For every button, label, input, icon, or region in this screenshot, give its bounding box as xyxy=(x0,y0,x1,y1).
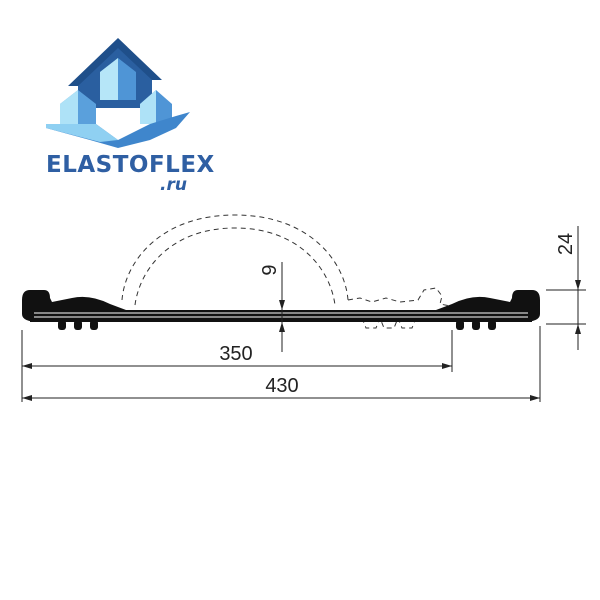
dimension-lines xyxy=(21,226,586,402)
right-rib-2 xyxy=(472,320,480,330)
center-strip xyxy=(30,310,532,322)
dimension-24-arrow-bottom xyxy=(575,324,581,334)
logo-base-light xyxy=(46,124,118,142)
dimension-430-label: 430 xyxy=(265,375,298,397)
dimension-430-arrow-right xyxy=(530,395,540,401)
waterstop-profile xyxy=(22,290,540,330)
dimension-24-arrow-top xyxy=(575,280,581,290)
deformed-profile-outline xyxy=(121,214,451,329)
brand-domain: .ru xyxy=(160,175,187,195)
logo-house-left-face xyxy=(60,90,78,124)
logo-house-middle-face xyxy=(100,58,118,100)
dimension-9-arrow-bottom xyxy=(279,322,285,332)
dimension-350-arrow-right xyxy=(442,363,452,369)
right-rib-1 xyxy=(456,320,464,330)
dimension-350-arrow-left xyxy=(22,363,32,369)
logo-roof-back xyxy=(68,38,162,86)
elastoflex-logo xyxy=(46,38,190,148)
logo-house-right-face xyxy=(140,90,156,124)
brand-name: ELASTOFLEX xyxy=(46,152,215,178)
dimension-24-label: 24 xyxy=(555,233,577,255)
left-rib-2 xyxy=(74,320,82,330)
outer-arc-dashed xyxy=(121,214,349,301)
dimension-350-label: 350 xyxy=(219,343,252,365)
dimension-430-arrow-left xyxy=(22,395,32,401)
right-flange-dashed xyxy=(347,287,451,307)
dimension-9-label: 9 xyxy=(259,264,281,275)
left-rib-3 xyxy=(90,320,98,330)
dimension-9-arrow-top xyxy=(279,300,285,310)
left-rib-1 xyxy=(58,320,66,330)
right-ribs-dashed xyxy=(361,316,417,329)
right-rib-3 xyxy=(488,320,496,330)
inner-arc-dashed xyxy=(134,227,336,306)
